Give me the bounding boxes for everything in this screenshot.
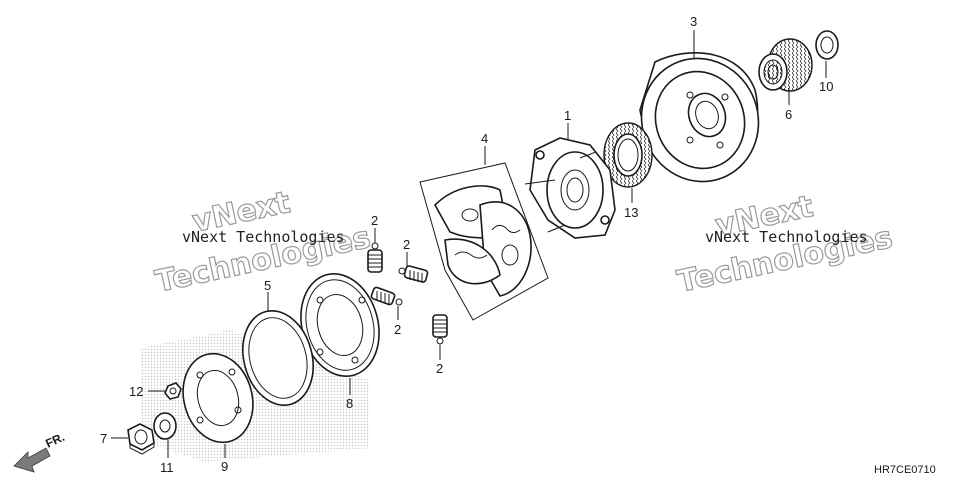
part-cover-plate-9 — [182, 352, 254, 444]
callout-5: 5 — [264, 278, 271, 293]
callout-12: 12 — [129, 384, 143, 399]
callout-4: 4 — [481, 131, 488, 146]
part-clutch-weight-assembly — [419, 162, 549, 321]
callout-2-bottom: 2 — [436, 361, 443, 376]
callout-11: 11 — [160, 460, 174, 475]
part-clutch-outer — [639, 52, 760, 183]
callout-9: 9 — [221, 459, 228, 474]
callout-2-lower: 2 — [394, 322, 401, 337]
watermark-right-small: vNext Technologies — [705, 228, 868, 246]
leader-lines — [111, 30, 827, 458]
callout-10: 10 — [819, 79, 833, 94]
watermark-right: vNext Technologies vNext Technologies — [674, 188, 896, 300]
callout-1: 1 — [564, 108, 571, 123]
direction-label: FR. — [43, 430, 66, 451]
spring-c — [370, 286, 403, 306]
part-nut-12 — [164, 382, 182, 400]
callout-8: 8 — [346, 396, 353, 411]
part-one-way-clutch — [603, 122, 653, 188]
part-locknut-7 — [127, 423, 155, 455]
part-gear — [758, 38, 813, 92]
callout-6: 6 — [785, 107, 792, 122]
spring-d — [432, 314, 448, 345]
callout-13: 13 — [624, 205, 638, 220]
part-springs — [367, 242, 448, 345]
part-drive-plate — [524, 137, 616, 239]
callout-2-top: 2 — [371, 213, 378, 228]
spring-b — [398, 265, 429, 283]
spring-a — [367, 242, 383, 273]
callout-2-mid: 2 — [403, 237, 410, 252]
diagram-code: HR7CE0710 — [874, 464, 936, 476]
part-washer-10 — [815, 30, 839, 60]
callout-3: 3 — [690, 14, 697, 29]
front-direction-arrow: FR. — [13, 430, 67, 473]
callout-7: 7 — [100, 431, 107, 446]
watermark-left-small: vNext Technologies — [182, 228, 345, 246]
part-washer-11 — [153, 412, 177, 440]
callout-labels: 1 2 2 2 2 3 4 5 6 7 8 9 10 11 12 13 — [100, 14, 833, 475]
part-ring-5 — [242, 310, 314, 406]
